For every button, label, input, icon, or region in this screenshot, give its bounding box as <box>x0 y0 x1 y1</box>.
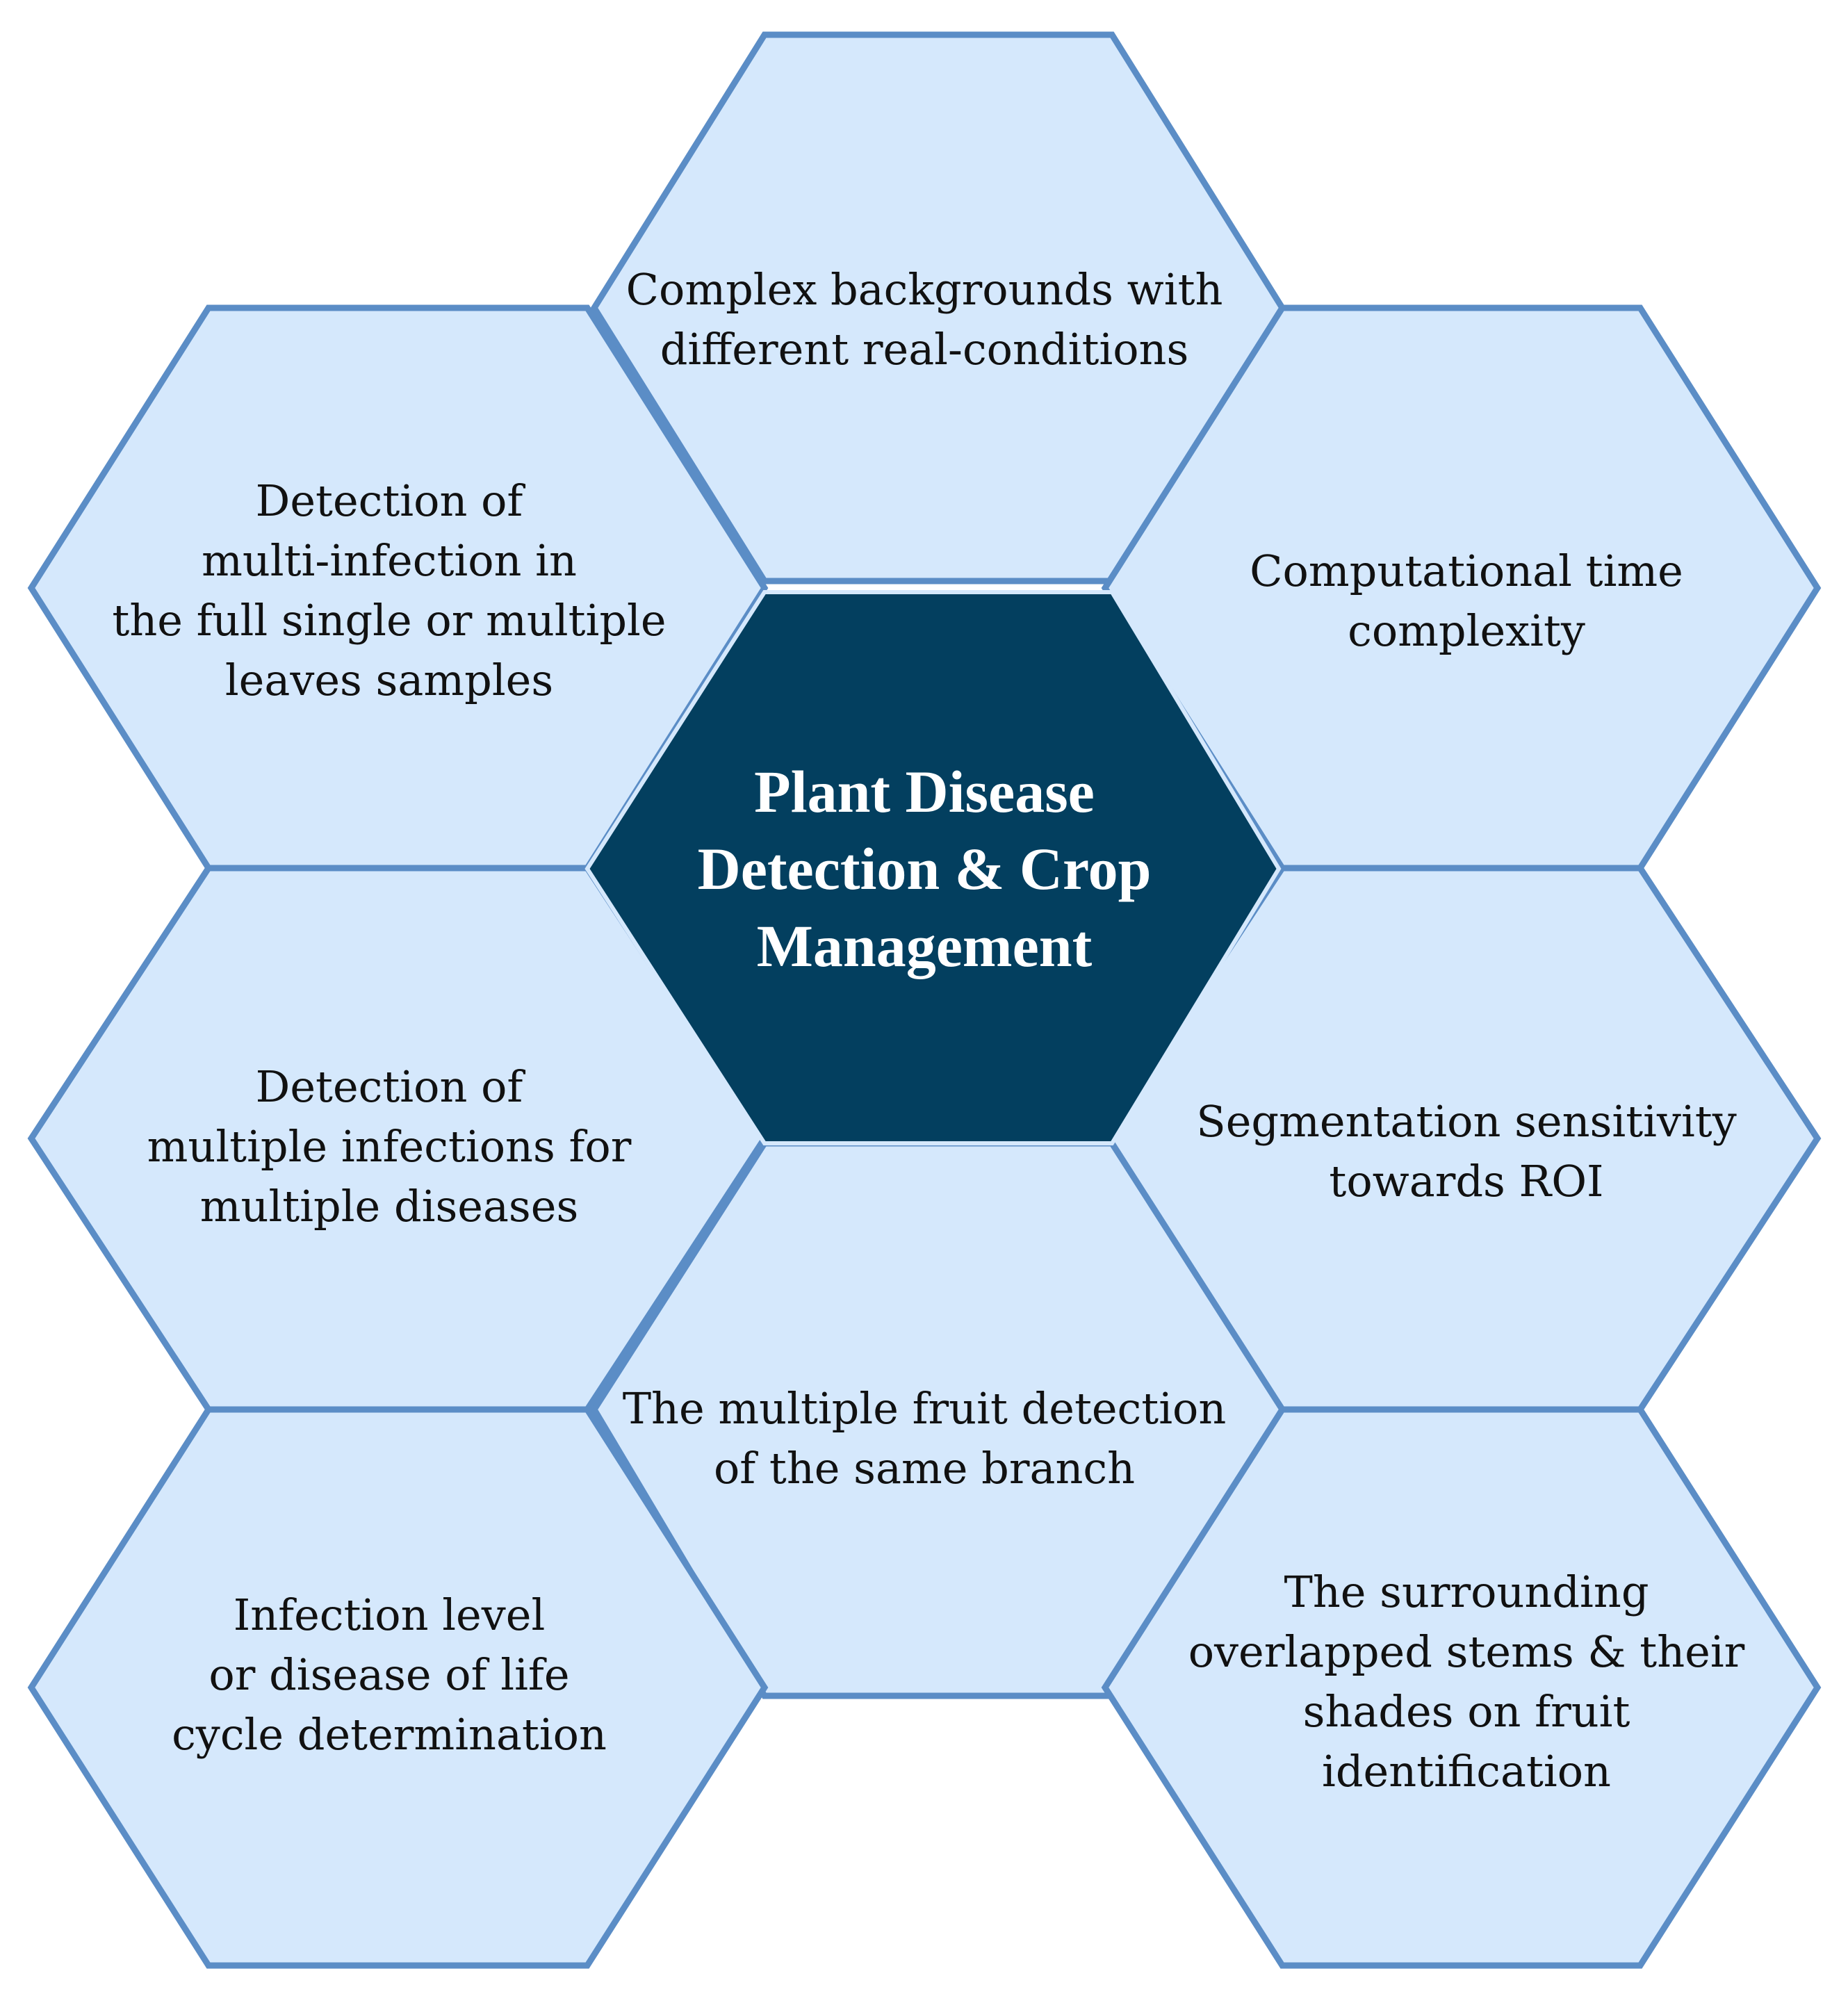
label-lower-right: The surrounding overlapped stems & their… <box>1140 1550 1793 1814</box>
center-title-line-1: Plant Disease <box>754 758 1095 825</box>
label-lower-left-line-1: Infection level <box>233 1590 546 1640</box>
label-lower-left-line-2: or disease of life <box>208 1649 570 1700</box>
label-upper-left-line-2: multi-infection in <box>202 535 577 586</box>
label-lower-right-line-2: overlapped stems & their <box>1188 1626 1745 1677</box>
center-title-line-2: Detection & Crop <box>697 835 1152 902</box>
label-middle-left: Detection of multiple infections for mul… <box>56 1043 723 1251</box>
label-bottom-line-2: of the same branch <box>713 1443 1136 1494</box>
hex-lower-left <box>27 1406 769 1969</box>
label-middle-left-line-2: multiple infections for <box>147 1121 632 1172</box>
label-lower-right-line-3: shades on fruit <box>1302 1686 1630 1737</box>
label-middle-left-line-3: multiple diseases <box>199 1181 579 1232</box>
center-title: Plant Disease Detection & Crop Managemen… <box>625 695 1223 1043</box>
label-top: Complex backgrounds with different real-… <box>598 243 1251 396</box>
center-title-line-3: Management <box>756 912 1093 979</box>
label-lower-left: Infection level or disease of life cycle… <box>56 1571 723 1779</box>
label-top-line-2: different real-conditions <box>660 324 1189 375</box>
label-middle-right-line-1: Segmentation sensitivity <box>1196 1096 1737 1147</box>
label-bottom: The multiple fruit detection of the same… <box>598 1362 1251 1515</box>
label-upper-right-line-2: complexity <box>1348 605 1585 656</box>
label-middle-right-line-2: towards ROI <box>1329 1156 1604 1207</box>
label-upper-right-line-1: Computational time <box>1250 546 1683 596</box>
label-bottom-line-1: The multiple fruit detection <box>622 1383 1227 1434</box>
label-lower-right-line-4: identification <box>1322 1746 1611 1797</box>
label-middle-left-line-1: Detection of <box>255 1061 523 1112</box>
label-lower-right-line-1: The surrounding <box>1284 1567 1649 1617</box>
label-top-line-1: Complex backgrounds with <box>625 264 1223 315</box>
label-middle-right: Segmentation sensitivity towards ROI <box>1140 1075 1793 1228</box>
hex-center <box>584 590 1282 1145</box>
label-upper-left-line-4: leaves samples <box>224 655 554 705</box>
label-upper-right: Computational time complexity <box>1140 525 1793 678</box>
label-upper-left-line-3: the full single or multiple <box>112 595 667 646</box>
hex-lower-right <box>1101 1406 1822 1969</box>
label-upper-left: Detection of multi-infection in the full… <box>56 459 723 723</box>
label-lower-left-line-3: cycle determination <box>172 1709 607 1760</box>
label-upper-left-line-1: Detection of <box>255 475 523 526</box>
